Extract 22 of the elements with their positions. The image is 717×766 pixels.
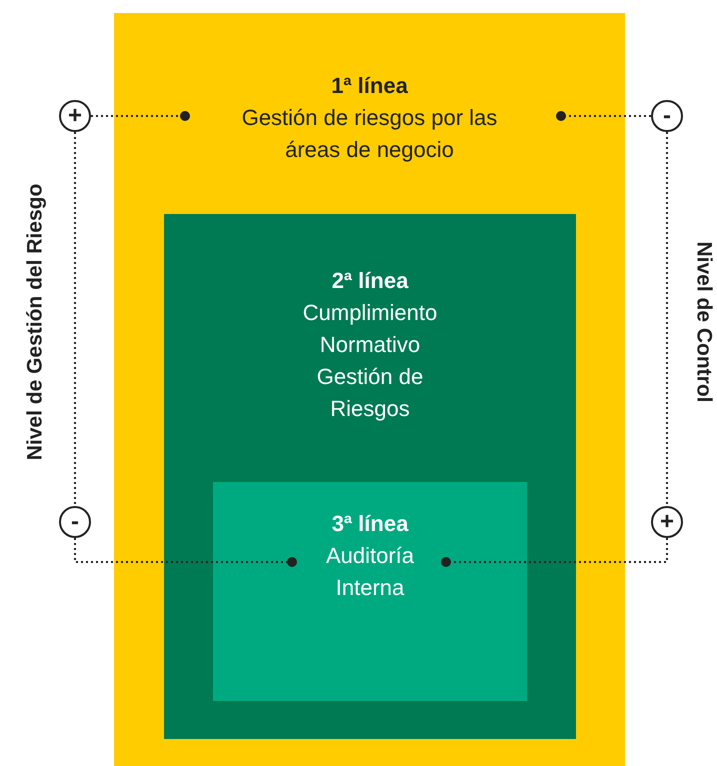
line-description: Cumplimiento Normativo Gestión de Riesgos bbox=[302, 299, 438, 423]
sign-circle bbox=[651, 506, 683, 538]
sign-text: + bbox=[68, 104, 82, 128]
dotted-connector bbox=[74, 538, 297, 567]
axis-label: Nivel de Control bbox=[691, 241, 716, 403]
line-title: 2ª línea bbox=[330, 267, 410, 295]
axis-label: Nivel de Gestión del Riesgo bbox=[22, 184, 47, 460]
dotted-connector bbox=[666, 132, 668, 506]
line-description: Auditoría Interna bbox=[324, 542, 416, 602]
dotted-connector bbox=[441, 538, 668, 567]
sign-text: - bbox=[663, 104, 671, 128]
dotted-connector bbox=[556, 111, 651, 121]
sign-circle bbox=[59, 506, 91, 538]
sign-circle bbox=[59, 100, 91, 132]
sign-text: - bbox=[71, 510, 79, 534]
line-description: Gestión de riesgos por las áreas de negocio bbox=[240, 104, 498, 164]
line-title: 1ª línea bbox=[330, 72, 409, 100]
dotted-connector bbox=[91, 111, 190, 121]
dotted-connector bbox=[74, 132, 76, 506]
sign-circle bbox=[651, 100, 683, 132]
line-title: 3ª línea bbox=[330, 510, 410, 538]
sign-text: + bbox=[660, 510, 674, 534]
